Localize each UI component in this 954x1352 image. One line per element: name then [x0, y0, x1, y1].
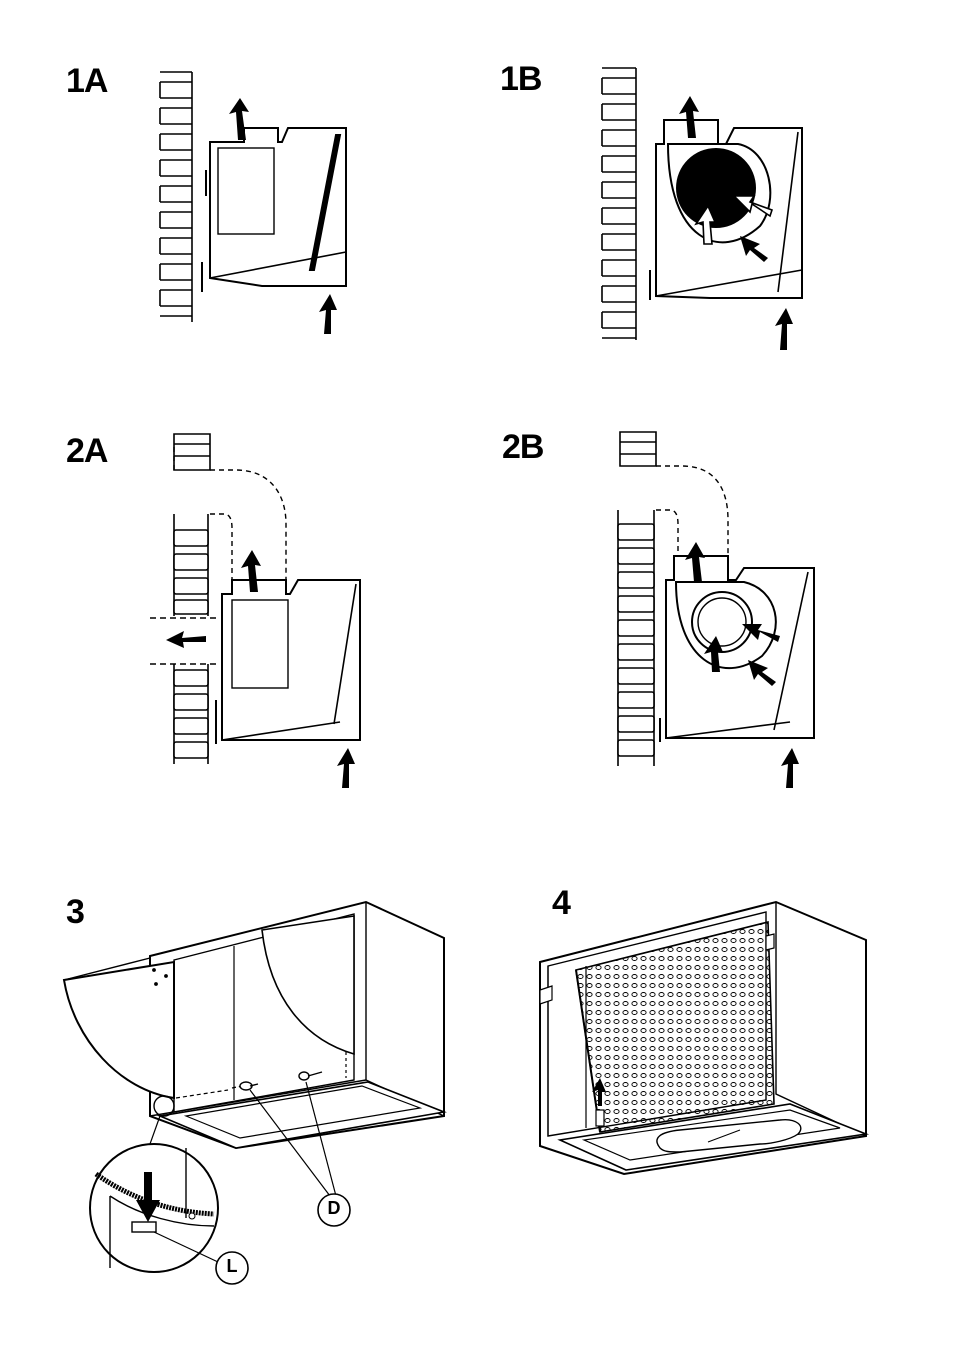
brick-wall — [618, 510, 654, 766]
figure-1a — [160, 72, 346, 334]
callout-d-label: D — [325, 1198, 343, 1219]
hood-body — [216, 580, 360, 744]
figure-2b — [618, 432, 814, 788]
figure-3 — [64, 902, 444, 1284]
figure-2a — [150, 434, 360, 788]
up-arrow-icon — [781, 748, 799, 788]
hood-body — [202, 128, 346, 292]
brick-wall — [160, 72, 192, 322]
up-arrow-icon — [319, 294, 337, 334]
front-panel — [64, 962, 174, 1098]
callout-l-label: L — [223, 1256, 241, 1277]
brick-wall — [602, 68, 636, 340]
detail-magnifier — [90, 1144, 218, 1272]
hood-body — [660, 556, 814, 742]
figure-1b — [602, 68, 802, 350]
figure-4 — [540, 902, 866, 1174]
up-arrow-icon — [337, 748, 355, 788]
left-arrow-icon — [166, 631, 206, 648]
up-arrow-icon — [775, 308, 793, 350]
